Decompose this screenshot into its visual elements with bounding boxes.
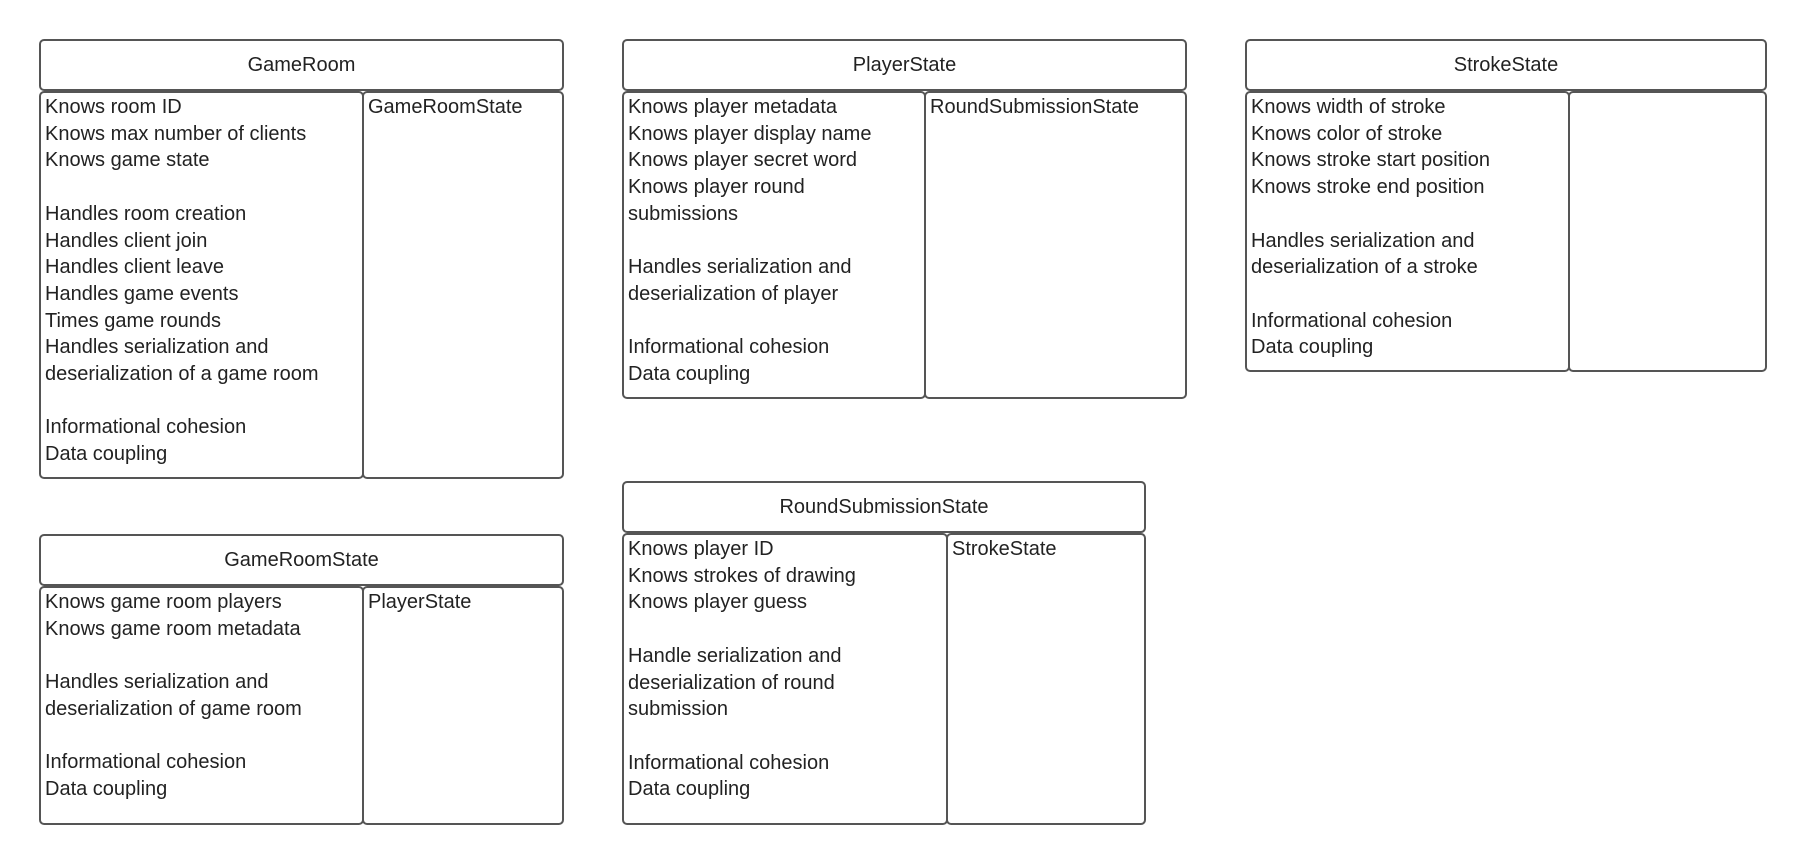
card-title: GameRoomState [39,534,564,586]
crc-card-gameroom: GameRoom Knows room ID Knows max number … [39,39,564,479]
responsibility-line: Handle serialization and [628,644,842,667]
responsibilities-panel: Knows game room players Knows game room … [39,586,364,825]
responsibility-line: Informational cohesion [1251,309,1453,332]
responsibility-line: Informational cohesion [45,751,247,774]
responsibility-line: Data coupling [628,363,751,385]
responsibility-line: Times game rounds [45,309,221,332]
responsibility-line: Handles client leave [45,256,224,279]
responsibility-line: Knows player metadata [628,96,838,118]
responsibility-line [628,308,920,335]
crc-card-roundsubmissionstate: RoundSubmissionState Knows player ID Kno… [622,481,1146,825]
responsibility-line [1251,201,1564,228]
collaborator-line: PlayerState [368,591,472,613]
responsibility-line: Knows player guess [628,591,807,614]
collaborators-panel: RoundSubmissionState [924,91,1187,399]
responsibility-line [45,174,358,201]
responsibility-line: Knows stroke start position [1251,149,1490,172]
card-title: GameRoom [39,39,564,91]
responsibility-line: deserialization of round [628,671,835,694]
responsibility-line: Data coupling [628,778,751,801]
card-title: RoundSubmissionState [622,481,1146,533]
responsibility-line: Data coupling [1251,336,1374,359]
responsibilities-panel: Knows player metadata Knows player displ… [622,91,926,399]
responsibility-line: deserialization of player [628,282,839,305]
responsibility-line: Handles serialization and [1251,229,1475,252]
responsibility-line: deserialization of game room [45,697,302,720]
responsibility-line: Informational cohesion [628,336,830,359]
responsibility-line: Knows room ID [45,96,182,118]
responsibility-line: Knows game state [45,149,210,172]
responsibility-line: Handles game events [45,282,239,305]
responsibility-line: Handles serialization and [45,671,269,694]
responsibility-line [1251,281,1564,308]
responsibility-line: Knows player display name [628,122,872,145]
collaborator-line: StrokeState [952,538,1057,560]
responsibilities-panel: Knows player ID Knows strokes of drawing… [622,533,948,825]
responsibility-line: Data coupling [45,443,168,466]
responsibility-line: Knows player ID [628,538,774,560]
crc-card-gameroomstate: GameRoomState Knows game room players Kn… [39,534,564,825]
responsibility-line: Knows player round [628,176,805,199]
responsibility-line: Knows player secret word [628,149,857,172]
responsibility-line [45,642,358,669]
card-title: StrokeState [1245,39,1767,91]
responsibility-line: deserialization of a game room [45,363,319,386]
responsibility-line: Handles room creation [45,202,247,225]
responsibilities-panel: Knows room ID Knows max number of client… [39,91,364,479]
responsibility-line: Informational cohesion [628,751,830,774]
responsibility-line: submission [628,698,729,721]
responsibility-line: Handles client join [45,229,208,252]
responsibility-line [628,723,942,750]
responsibility-line: Knows color of stroke [1251,122,1443,145]
responsibility-line: Knows game room metadata [45,617,301,640]
responsibility-line: deserialization of a stroke [1251,256,1478,279]
responsibility-line: Knows width of stroke [1251,96,1446,118]
card-title: PlayerState [622,39,1187,91]
responsibility-line [628,228,920,255]
responsibility-line [628,616,942,643]
responsibility-line: Knows stroke end position [1251,176,1485,199]
collaborator-line: RoundSubmissionState [930,96,1140,118]
responsibility-line: Knows max number of clients [45,122,307,145]
collaborators-panel [1568,91,1767,372]
collaborators-panel: PlayerState [362,586,564,825]
responsibility-line: Handles serialization and [628,256,852,279]
responsibility-line: Knows strokes of drawing [628,564,856,587]
responsibility-line: submissions [628,202,739,225]
collaborators-panel: StrokeState [946,533,1146,825]
responsibility-line [45,388,358,415]
crc-card-playerstate: PlayerState Knows player metadata Knows … [622,39,1187,399]
responsibility-line: Informational cohesion [45,416,247,439]
responsibility-line: Handles serialization and [45,336,269,359]
responsibilities-panel: Knows width of stroke Knows color of str… [1245,91,1570,372]
collaborator-line: GameRoomState [368,96,523,118]
responsibility-line: Knows game room players [45,591,282,613]
collaborators-panel: GameRoomState [362,91,564,479]
crc-card-strokestate: StrokeState Knows width of stroke Knows … [1245,39,1767,372]
responsibility-line [45,723,358,750]
responsibility-line: Data coupling [45,777,168,800]
